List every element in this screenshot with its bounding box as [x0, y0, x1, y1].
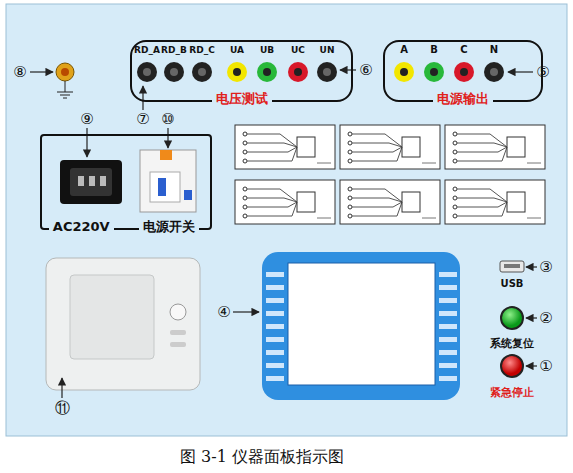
usb-port — [500, 261, 524, 272]
stop-button — [501, 355, 523, 377]
output-terminals — [394, 62, 504, 82]
reset-button — [501, 307, 523, 329]
group-heading: 电源开关 — [139, 219, 199, 235]
terminal-name: RD_B — [161, 46, 187, 55]
leader-arrows — [30, 70, 537, 398]
callout-number: ④ — [217, 305, 230, 320]
terminal-name: RD_C — [189, 46, 215, 55]
terminal-name: N — [490, 45, 498, 55]
callout-number: ⑩ — [161, 112, 174, 127]
terminal-name: UC — [291, 46, 305, 55]
voltage-terminals — [137, 62, 337, 82]
power-switch — [140, 150, 196, 212]
terminal-name: C — [460, 45, 467, 55]
terminal-name: UB — [260, 46, 274, 55]
callout-number: ② — [539, 311, 552, 326]
group-heading: 电压测试 — [212, 91, 272, 107]
terminal-name: B — [430, 45, 438, 55]
terminal-name: UN — [320, 46, 335, 55]
terminal-name: UA — [230, 46, 244, 55]
callout-number: ③ — [539, 260, 552, 275]
callout-number: ⑦ — [136, 112, 149, 127]
panel-group-box: AC220V电源开关 — [40, 134, 212, 230]
callout-number: ⑥ — [359, 63, 372, 78]
button-name: 系统复位 — [490, 338, 534, 349]
callout-number: ① — [539, 359, 552, 374]
group-heading: 电源输出 — [433, 91, 493, 107]
port-name: USB — [501, 279, 524, 289]
group-heading: AC220V — [49, 219, 114, 235]
callout-number: ⑤ — [536, 65, 549, 80]
terminal-name: RD_A — [134, 46, 160, 55]
callout-number: ⑪ — [55, 401, 70, 416]
wiring-thumbnails — [235, 125, 545, 224]
terminal-name: A — [400, 45, 408, 55]
ac-socket — [60, 160, 122, 204]
button-name: 紧急停止 — [490, 387, 534, 398]
printer — [46, 258, 200, 390]
callout-number: ⑨ — [80, 112, 93, 127]
figure-caption: 图 3-1 仪器面板指示图 — [180, 449, 344, 465]
ground-terminal — [56, 63, 74, 98]
callout-number: ⑧ — [13, 65, 26, 80]
lcd-screen — [262, 252, 460, 400]
panel-ground — [6, 4, 567, 436]
